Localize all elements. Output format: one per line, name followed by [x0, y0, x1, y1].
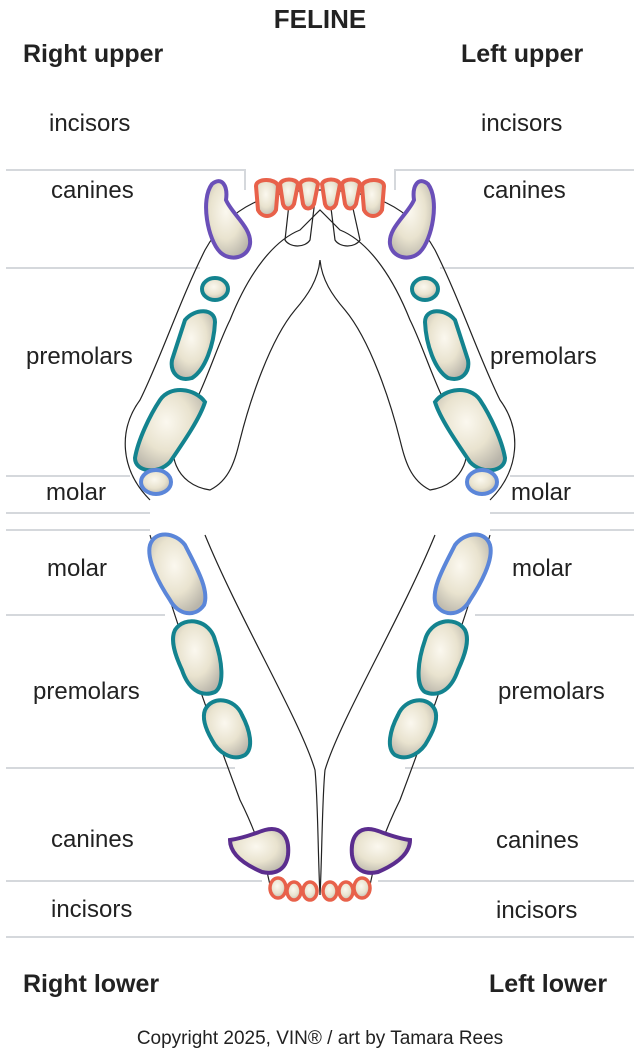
quadrant-left-lower: Left lower	[489, 970, 608, 998]
label-lower-left-molar: molar	[512, 555, 573, 582]
label-upper-right-incisors: incisors	[49, 110, 131, 137]
tooth-lower-premolar-left-3	[416, 619, 469, 696]
diagram-title: FELINE	[273, 4, 367, 34]
label-lower-left-canines: canines	[496, 827, 579, 854]
quadrant-right-upper: Right upper	[23, 40, 164, 68]
tooth-lower-molar-left	[432, 532, 493, 616]
tooth-upper-canine-right	[204, 179, 253, 260]
tooth-upper-molar-left	[465, 468, 499, 496]
tooth-upper-premolar-right-4	[132, 388, 208, 473]
label-upper-left-incisors: incisors	[481, 110, 563, 137]
divider-left-incisor-canine	[394, 169, 634, 190]
tooth-upper-incisor-l2	[339, 177, 363, 211]
upper-canines	[204, 179, 436, 260]
tooth-lower-premolar-left-4	[387, 698, 439, 760]
label-lower-right-molar: molar	[47, 555, 108, 582]
tooth-upper-incisor-r1	[297, 177, 321, 211]
lower-incisors	[268, 876, 372, 902]
label-upper-right-premolars: premolars	[26, 343, 133, 370]
tooth-upper-incisor-l1	[319, 177, 343, 211]
tooth-lower-incisor-r2	[285, 880, 303, 902]
tooth-lower-premolar-right-3	[171, 619, 224, 696]
label-upper-left-molar: molar	[511, 479, 572, 506]
copyright-notice: Copyright 2025, VIN® / art by Tamara Ree…	[136, 1028, 504, 1049]
tooth-upper-canine-left	[387, 179, 436, 260]
tooth-upper-premolar-left-3	[422, 309, 471, 381]
upper-incisors	[253, 177, 387, 218]
label-upper-right-canines: canines	[51, 177, 134, 204]
tooth-upper-premolar-right-2	[200, 276, 230, 302]
label-lower-right-premolars: premolars	[33, 678, 140, 705]
tooth-lower-canine-left	[349, 827, 413, 875]
tooth-lower-incisor-r3	[268, 876, 288, 900]
label-upper-left-canines: canines	[483, 177, 566, 204]
tooth-upper-premolar-right-3	[169, 309, 218, 381]
tooth-upper-molar-right	[139, 468, 173, 496]
tooth-upper-incisor-r2	[277, 177, 301, 211]
upper-molars	[139, 468, 499, 496]
tooth-upper-incisor-l3	[359, 178, 387, 218]
label-lower-left-premolars: premolars	[498, 678, 605, 705]
upper-jaw-outline	[124, 189, 516, 501]
divider-right-incisor-canine	[6, 169, 246, 190]
label-lower-right-incisors: incisors	[51, 896, 133, 923]
tooth-lower-canine-right	[227, 827, 291, 875]
label-upper-right-molar: molar	[46, 479, 107, 506]
label-lower-left-incisors: incisors	[496, 897, 578, 924]
tooth-upper-premolar-left-2	[410, 276, 440, 302]
quadrant-right-lower: Right lower	[23, 970, 160, 998]
tooth-lower-molar-right	[147, 532, 208, 616]
lower-premolars	[171, 619, 469, 760]
lower-molars	[147, 532, 493, 616]
tooth-lower-incisor-l2	[337, 880, 355, 902]
tooth-upper-premolar-left-4	[432, 388, 508, 473]
quadrant-left-upper: Left upper	[461, 40, 584, 68]
tooth-lower-incisor-l3	[352, 876, 372, 900]
tooth-lower-incisor-l1	[321, 880, 339, 902]
label-upper-left-premolars: premolars	[490, 343, 597, 370]
tooth-lower-incisor-r1	[301, 880, 319, 902]
tooth-lower-premolar-right-4	[201, 698, 253, 760]
tooth-upper-incisor-r3	[253, 178, 281, 218]
divider-lines	[6, 169, 634, 938]
upper-premolars	[132, 276, 508, 473]
label-lower-right-canines: canines	[51, 826, 134, 853]
lower-canines	[227, 827, 413, 875]
